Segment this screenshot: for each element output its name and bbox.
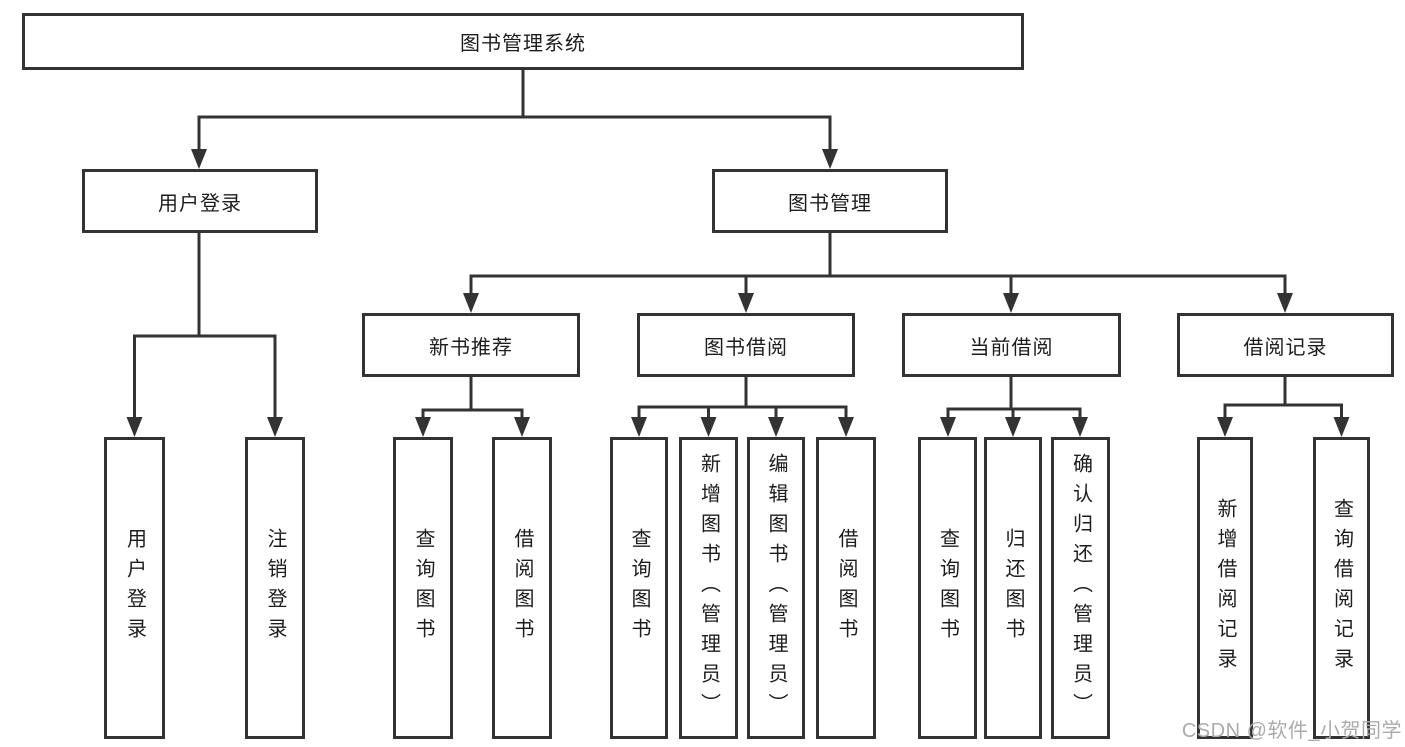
leaf-user-login-label: 用户登录 [123, 528, 146, 648]
leaf-borrow-books-borrowing-label: 借阅图书 [835, 528, 857, 648]
leaf-borrow-books-recommend: 借阅图书 [492, 437, 552, 739]
leaf-user-login: 用户登录 [104, 437, 165, 739]
leaf-add-borrow-record-label: 新增借阅记录 [1214, 498, 1236, 678]
leaf-query-books-recommend: 查询图书 [393, 437, 453, 739]
node-user-login: 用户登录 [82, 169, 318, 233]
leaf-confirm-return-admin-label: 确认归还（管理员） [1069, 453, 1092, 723]
leaf-query-borrow-record-label: 查询借阅记录 [1330, 498, 1353, 678]
leaf-query-books-current-label: 查询图书 [936, 528, 959, 648]
leaf-return-books: 归还图书 [984, 437, 1042, 739]
leaf-logout-login-label: 注销登录 [264, 528, 286, 648]
leaf-add-borrow-record: 新增借阅记录 [1197, 437, 1253, 739]
leaf-query-books-recommend-label: 查询图书 [412, 528, 434, 648]
leaf-edit-books-admin: 编辑图书（管理员） [747, 437, 805, 739]
leaf-return-books-label: 归还图书 [1002, 528, 1024, 648]
leaf-query-books-borrowing: 查询图书 [610, 437, 668, 739]
leaf-logout-login: 注销登录 [245, 437, 305, 739]
node-user-login-label: 用户登录 [158, 192, 242, 215]
node-book-borrowing: 图书借阅 [637, 313, 855, 377]
leaf-borrow-books-borrowing: 借阅图书 [816, 437, 876, 739]
leaf-confirm-return-admin: 确认归还（管理员） [1051, 437, 1110, 739]
node-borrowing-records: 借阅记录 [1177, 313, 1394, 377]
node-root: 图书管理系统 [22, 13, 1024, 70]
node-current-borrowing-label: 当前借阅 [969, 336, 1054, 359]
node-book-management-label: 图书管理 [788, 192, 872, 215]
leaf-add-books-admin: 新增图书（管理员） [679, 437, 738, 739]
node-current-borrowing: 当前借阅 [902, 313, 1121, 377]
node-new-book-recommend: 新书推荐 [362, 313, 580, 377]
node-new-book-recommend-label: 新书推荐 [429, 336, 513, 359]
leaf-query-books-current: 查询图书 [918, 437, 977, 739]
leaf-add-books-admin-label: 新增图书（管理员） [697, 453, 720, 723]
node-book-borrowing-label: 图书借阅 [704, 336, 788, 359]
leaf-query-books-borrowing-label: 查询图书 [628, 528, 650, 648]
leaf-borrow-books-recommend-label: 借阅图书 [511, 528, 533, 648]
csdn-watermark: CSDN @软件_小贺同学 [1181, 720, 1402, 742]
node-book-management: 图书管理 [712, 169, 948, 233]
leaf-edit-books-admin-label: 编辑图书（管理员） [765, 453, 787, 723]
leaf-query-borrow-record: 查询借阅记录 [1313, 437, 1370, 739]
node-borrowing-records-label: 借阅记录 [1243, 336, 1328, 359]
node-root-label: 图书管理系统 [460, 33, 586, 55]
